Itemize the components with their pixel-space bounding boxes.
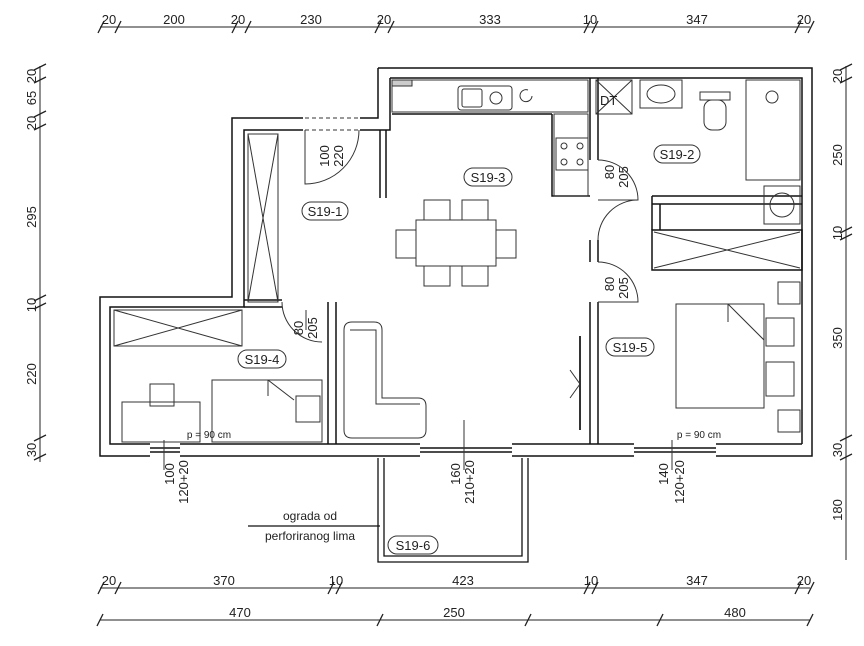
- dim-right-4: 350: [830, 327, 845, 349]
- dim-left-3: 20: [24, 116, 39, 130]
- door-s19-4-width: 80: [291, 321, 306, 335]
- room-label-s19-2: S19-2: [660, 147, 695, 162]
- dim-top-2: 200: [163, 12, 185, 27]
- door-s19-5-width: 80: [602, 277, 617, 291]
- opening-labels: 100 220 80 205 80 205 80 205 100 120+20 …: [162, 145, 687, 504]
- room-label-s19-6: S19-6: [396, 538, 431, 553]
- dimension-bottom-outer-labels: 470 250 480: [229, 605, 746, 620]
- dim-top-9: 20: [797, 12, 811, 27]
- door-s19-5-height: 205: [616, 277, 631, 299]
- room-label-s19-4: S19-4: [245, 352, 280, 367]
- dryer-text: DT: [600, 93, 617, 108]
- dim-left-1: 20: [24, 69, 39, 83]
- dim-left-6: 220: [24, 363, 39, 385]
- dim-left-2: 65: [24, 91, 39, 105]
- door-s19-2-width: 80: [602, 165, 617, 179]
- dim-right-1: 20: [830, 69, 845, 83]
- sofa: [343, 321, 427, 439]
- note-line-1: ograda od: [283, 509, 337, 523]
- railing-note: ograda od perforiranog lima: [265, 509, 355, 543]
- dim-left-7: 30: [24, 443, 39, 457]
- dimension-top-labels: 20 200 20 230 20 333 10 347 20: [102, 12, 811, 27]
- dim-bottom-3: 10: [329, 573, 343, 588]
- bed: [675, 281, 801, 433]
- bathroom-fixtures: [595, 79, 801, 225]
- exterior-walls: [99, 67, 813, 457]
- dim-bottom-6: 347: [686, 573, 708, 588]
- sill-height-s19-5: p = 90 cm: [677, 430, 721, 441]
- room-label-s19-1: S19-1: [308, 204, 343, 219]
- door-s19-2-height: 205: [616, 166, 631, 188]
- window-balcony-height: 210+20: [462, 460, 477, 504]
- entry-height: 220: [331, 145, 346, 167]
- dim-top-4: 230: [300, 12, 322, 27]
- wardrobes: [113, 133, 801, 347]
- dim-right-3: 10: [830, 226, 845, 240]
- interior-walls: [244, 78, 803, 444]
- dim-right-6: 180: [830, 499, 845, 521]
- dim-right-5: 30: [830, 443, 845, 457]
- door-s19-4-height: 205: [305, 317, 320, 339]
- dim-bottom-4: 423: [452, 573, 474, 588]
- window-s19-4-height: 120+20: [176, 460, 191, 504]
- dim-bottom-7: 20: [797, 573, 811, 588]
- dim-top-6: 333: [479, 12, 501, 27]
- room-label-s19-3: S19-3: [471, 170, 506, 185]
- window-balcony-width: 160: [448, 463, 463, 485]
- dryer-label: DT: [600, 93, 617, 108]
- dim-left-4: 295: [24, 206, 39, 228]
- dim-right-2: 250: [830, 144, 845, 166]
- room-label-s19-5: S19-5: [613, 340, 648, 355]
- dim-top-8: 347: [686, 12, 708, 27]
- balcony: [248, 458, 529, 563]
- dimension-bottom-outer: [96, 613, 814, 627]
- dim-top-1: 20: [102, 12, 116, 27]
- dimension-top: [97, 20, 815, 34]
- dim-bottom-outer-2: 250: [443, 605, 465, 620]
- dim-bottom-outer-3: 480: [724, 605, 746, 620]
- entry-width: 100: [317, 145, 332, 167]
- dim-bottom-outer-1: 470: [229, 605, 251, 620]
- sill-labels: p = 90 cm p = 90 cm: [187, 430, 721, 441]
- dim-bottom-5: 10: [584, 573, 598, 588]
- window-s19-5-width: 140: [656, 463, 671, 485]
- desk-and-bed-s19-4: [121, 379, 323, 443]
- room-labels: S19-1 S19-2 S19-3 S19-4 S19-5 S19-6: [237, 144, 701, 555]
- dim-top-7: 10: [583, 12, 597, 27]
- note-line-2: perforiranog lima: [265, 529, 355, 543]
- window-s19-4-width: 100: [162, 463, 177, 485]
- dim-bottom-1: 20: [102, 573, 116, 588]
- dim-left-5: 10: [24, 298, 39, 312]
- dim-top-5: 20: [377, 12, 391, 27]
- dimension-right-labels: 20 250 10 350 30 180: [830, 69, 845, 521]
- dim-top-3: 20: [231, 12, 245, 27]
- dining-table: [395, 199, 517, 287]
- dim-bottom-2: 370: [213, 573, 235, 588]
- dimension-bottom-inner: [97, 581, 815, 595]
- dimension-bottom-inner-labels: 20 370 10 423 10 347 20: [102, 573, 811, 588]
- dimension-left-labels: 20 65 20 295 10 220 30: [24, 69, 39, 457]
- window-s19-5-height: 120+20: [672, 460, 687, 504]
- kitchen-counter: [391, 79, 589, 197]
- doors: [281, 117, 639, 430]
- sill-height-s19-4: p = 90 cm: [187, 430, 231, 441]
- dimension-ticks-openings: [163, 310, 673, 470]
- dimension-left: [33, 63, 47, 462]
- dimension-right: [839, 63, 853, 560]
